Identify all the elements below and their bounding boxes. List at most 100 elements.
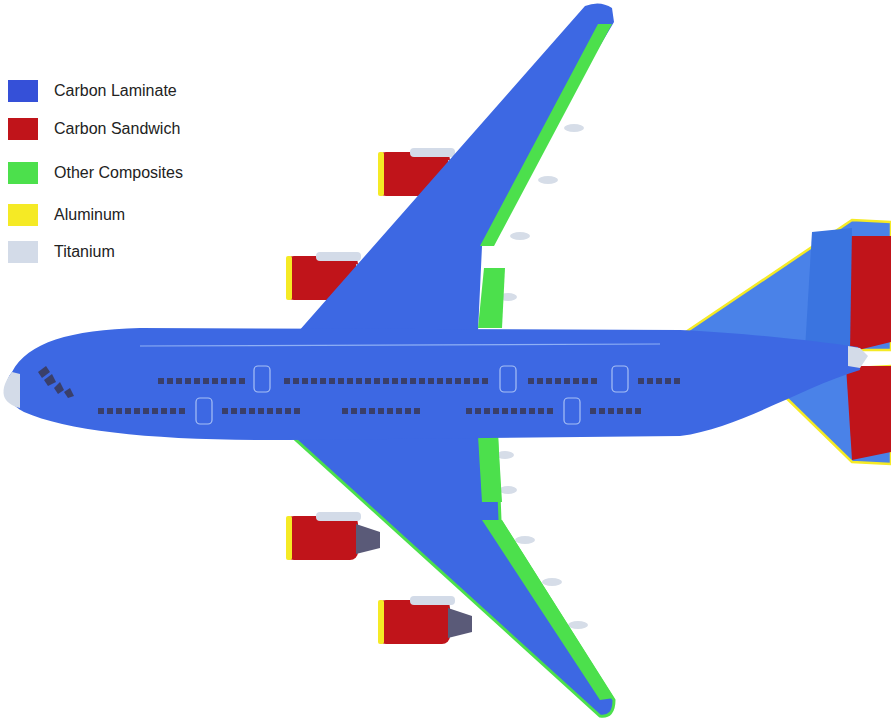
legend-swatch — [8, 80, 38, 102]
window — [564, 378, 570, 384]
window — [374, 378, 380, 384]
window — [267, 408, 273, 414]
window — [547, 408, 553, 414]
legend-entry: Other Composites — [8, 162, 183, 184]
legend-swatch — [8, 118, 38, 140]
legend-entry: Carbon Sandwich — [8, 118, 180, 140]
window — [143, 408, 149, 414]
window — [484, 408, 490, 414]
legend-swatch — [8, 204, 38, 226]
window — [656, 378, 662, 384]
window — [387, 408, 393, 414]
window — [591, 378, 597, 384]
window — [401, 378, 407, 384]
window — [347, 378, 353, 384]
window — [674, 378, 680, 384]
window — [647, 378, 653, 384]
window — [546, 378, 552, 384]
engine — [286, 512, 380, 560]
window — [294, 408, 300, 414]
window — [185, 378, 191, 384]
window — [158, 378, 164, 384]
wing-flap — [478, 436, 502, 502]
window — [378, 408, 384, 414]
window — [338, 378, 344, 384]
window — [212, 378, 218, 384]
window — [573, 378, 579, 384]
wing-flap — [480, 24, 612, 246]
window — [392, 378, 398, 384]
legend-entry: Carbon Laminate — [8, 80, 177, 102]
window — [482, 378, 488, 384]
window — [360, 408, 366, 414]
window — [285, 408, 291, 414]
window — [329, 378, 335, 384]
window — [369, 408, 375, 414]
window — [161, 408, 167, 414]
legend-entry: Titanium — [8, 241, 115, 263]
window — [446, 378, 452, 384]
wing — [298, 3, 614, 332]
wing-flap — [478, 268, 505, 328]
window — [176, 378, 182, 384]
window — [342, 408, 348, 414]
window — [320, 378, 326, 384]
window — [179, 408, 185, 414]
window — [222, 408, 228, 414]
window — [475, 408, 481, 414]
legend-swatch — [8, 162, 38, 184]
window — [617, 408, 623, 414]
window — [221, 378, 227, 384]
window — [293, 378, 299, 384]
legend-label: Carbon Sandwich — [54, 120, 180, 138]
window — [240, 408, 246, 414]
window — [125, 408, 131, 414]
window — [511, 408, 517, 414]
window — [428, 378, 434, 384]
window — [665, 378, 671, 384]
window — [582, 378, 588, 384]
legend-label: Aluminum — [54, 206, 125, 224]
tail-cone — [848, 346, 868, 368]
window — [98, 408, 104, 414]
window — [284, 378, 290, 384]
legend-label: Other Composites — [54, 164, 183, 182]
legend-swatch — [8, 241, 38, 263]
window — [466, 408, 472, 414]
cockpit-windows — [38, 366, 74, 398]
window — [473, 378, 479, 384]
window — [464, 378, 470, 384]
window — [231, 408, 237, 414]
legend-label: Carbon Laminate — [54, 82, 177, 100]
stabilizer-panel — [805, 228, 852, 352]
window — [203, 378, 209, 384]
fuselage — [6, 328, 860, 440]
window — [608, 408, 614, 414]
window — [437, 378, 443, 384]
window — [396, 408, 402, 414]
window — [365, 378, 371, 384]
elevator — [846, 366, 891, 460]
window — [414, 408, 420, 414]
fuselage-line — [140, 344, 660, 346]
window — [493, 408, 499, 414]
window — [520, 408, 526, 414]
window — [167, 378, 173, 384]
window — [410, 378, 416, 384]
window — [638, 378, 644, 384]
window — [405, 408, 411, 414]
doors — [196, 366, 628, 424]
window — [276, 408, 282, 414]
window — [383, 378, 389, 384]
window — [107, 408, 113, 414]
nose-cone — [3, 372, 20, 408]
window — [351, 408, 357, 414]
window — [528, 378, 534, 384]
window — [455, 378, 461, 384]
window — [356, 378, 362, 384]
window — [152, 408, 158, 414]
window — [258, 408, 264, 414]
window — [537, 378, 543, 384]
window — [230, 378, 236, 384]
